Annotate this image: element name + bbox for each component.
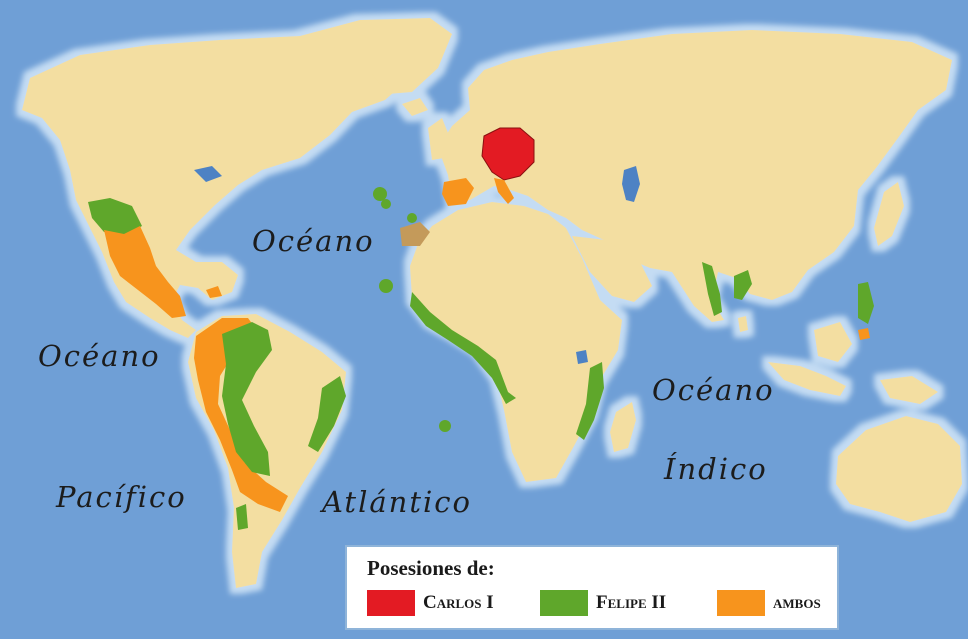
legend-swatch-ambos	[717, 590, 765, 616]
atlantic-label-line2: Atlántico	[322, 485, 472, 519]
new-guinea	[880, 376, 938, 404]
legend-label-felipe: Felipe II	[596, 592, 667, 613]
iceland	[402, 98, 428, 116]
indian-label-line1: Océano	[652, 373, 775, 407]
atlantic-label-line1: Océano	[252, 224, 375, 258]
legend-label-ambos: ambos	[773, 592, 821, 613]
felipe-patagonia	[236, 504, 248, 530]
arabia	[572, 236, 652, 302]
great-lakes	[194, 166, 222, 182]
felipe-canaries	[379, 279, 393, 293]
indian-label-line2: Índico	[664, 452, 768, 486]
pacific-label-line1: Océano	[38, 339, 161, 373]
britain	[428, 118, 450, 160]
legend: Posesiones de: Carlos I Felipe II ambos	[345, 545, 839, 630]
ambos-mexico	[104, 226, 186, 318]
greenland	[300, 18, 452, 94]
africa	[410, 202, 622, 482]
madagascar	[610, 402, 636, 452]
legend-swatch-carlos	[367, 590, 415, 616]
japan	[874, 182, 904, 246]
eurasia	[438, 30, 952, 322]
felipe-azores-2	[381, 199, 391, 209]
sri-lanka	[738, 316, 748, 332]
felipe-mexico-north	[88, 198, 142, 236]
lake-victoria	[576, 350, 588, 364]
pacific-label-line2: Pacífico	[56, 480, 187, 514]
felipe-brazil	[308, 376, 346, 452]
felipe-west-africa	[410, 292, 516, 404]
felipe-azores	[373, 187, 387, 201]
ambos-south-america	[194, 318, 288, 512]
legend-swatch-felipe	[540, 590, 588, 616]
felipe-st-helena	[439, 420, 451, 432]
felipe-east-africa	[576, 362, 604, 440]
ambos-iberia	[442, 178, 474, 206]
carlos-empire	[481, 127, 535, 181]
indonesia	[768, 362, 846, 396]
ambos-caribbean	[206, 286, 222, 298]
felipe-madeira	[407, 213, 417, 223]
legend-title: Posesiones de:	[367, 556, 495, 580]
australia	[836, 416, 962, 522]
borneo	[814, 322, 852, 362]
caspian-sea	[622, 166, 640, 202]
felipe-india-east	[734, 270, 752, 300]
felipe-philippines	[858, 282, 874, 324]
contested-canary	[402, 234, 414, 246]
ambos-moluccas	[858, 328, 870, 340]
lakes	[194, 166, 640, 364]
possessions	[88, 127, 874, 530]
ambos-italy	[494, 178, 514, 204]
felipe-india	[702, 262, 722, 316]
felipe-south-america	[222, 322, 272, 476]
legend-label-carlos: Carlos I	[423, 592, 494, 613]
